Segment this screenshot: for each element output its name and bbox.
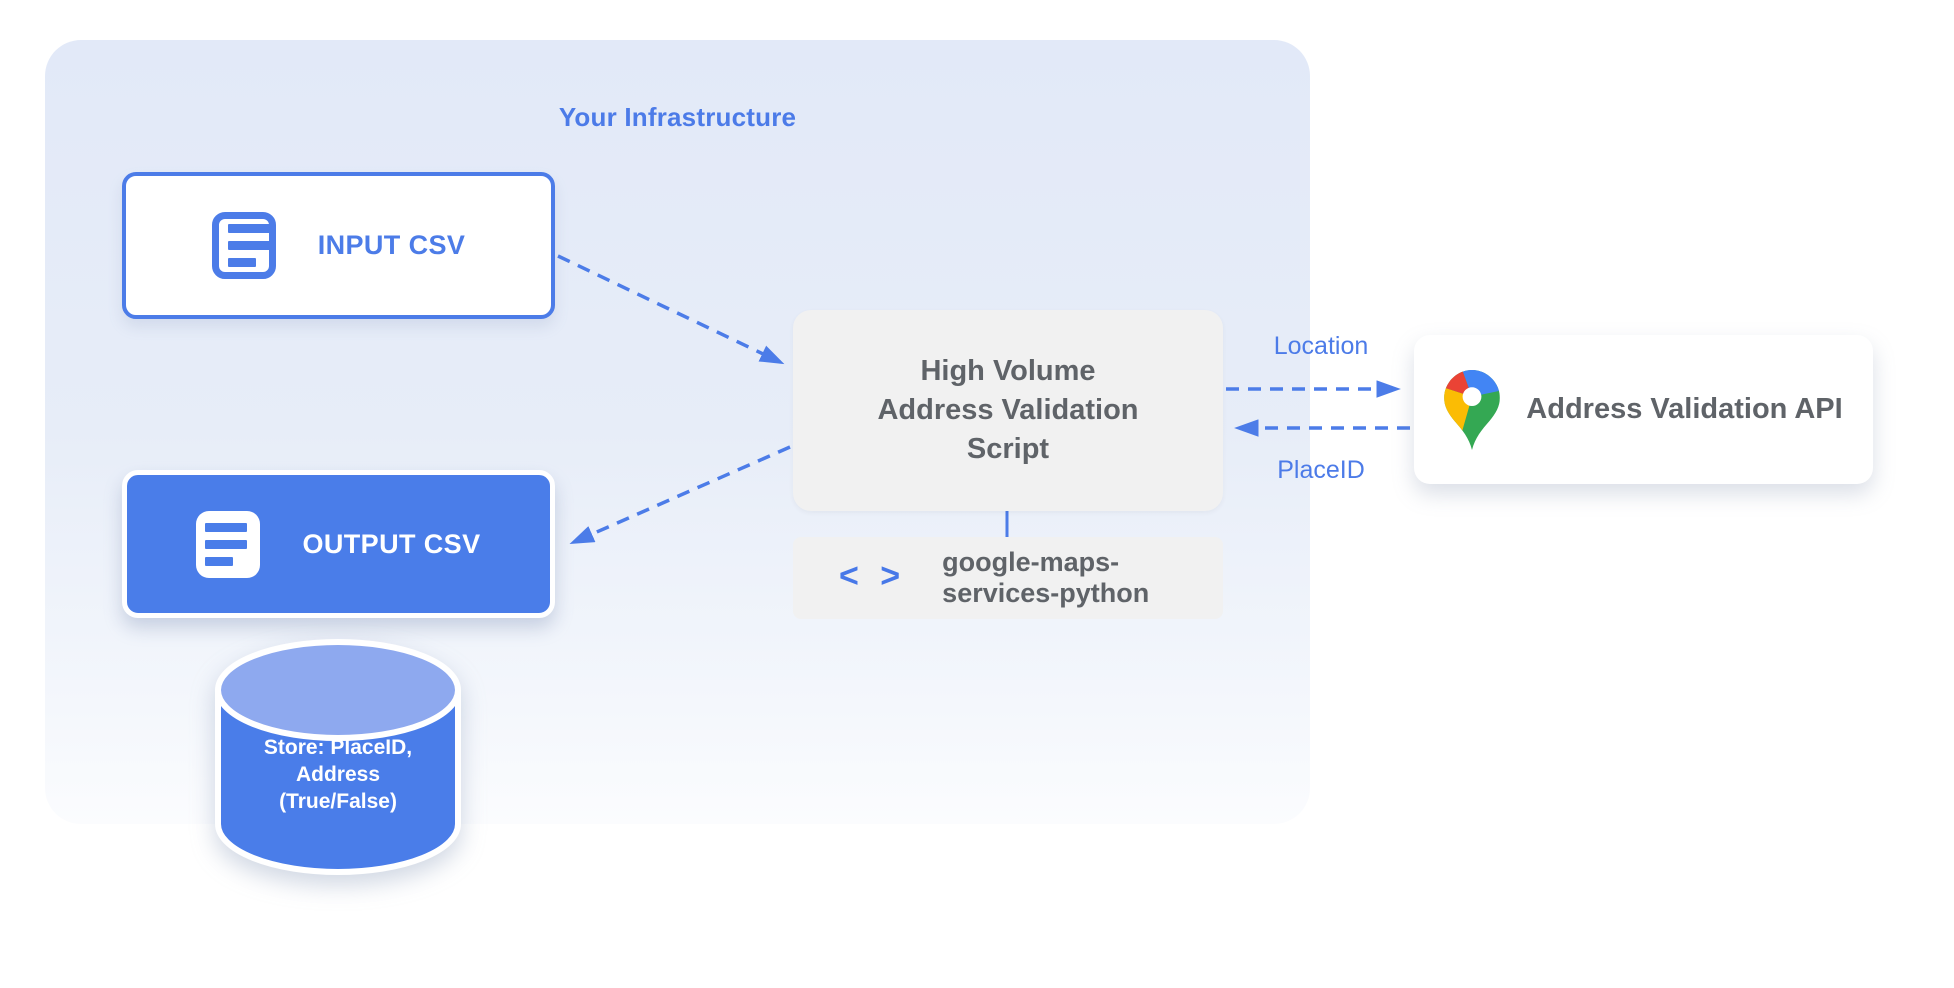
datastore-line: Address	[295, 763, 381, 786]
script-label-line: Script	[966, 433, 1050, 465]
library-label: google-maps- services-python	[942, 547, 1149, 609]
edge-label-placeid: PlaceID	[1277, 456, 1365, 484]
document-icon	[211, 212, 276, 279]
output-csv-node: OUTPUT CSV	[122, 470, 555, 618]
datastore-label: Store: PlaceID, Address (True/False)	[210, 734, 466, 815]
code-brackets-icon: < >	[839, 556, 907, 595]
datastore-line: (True/False)	[279, 790, 397, 813]
google-maps-pin-icon	[1444, 369, 1501, 450]
library-label-line: services-python	[942, 578, 1150, 608]
script-label-line: Address Validation	[877, 394, 1139, 426]
document-icon	[196, 510, 261, 578]
library-node: < > google-maps- services-python	[793, 537, 1223, 619]
api-node: Address Validation API	[1414, 335, 1873, 484]
output-csv-label: OUTPUT CSV	[302, 528, 481, 559]
library-label-line: google-maps-	[942, 547, 1120, 577]
datastore-line: Store: PlaceID,	[263, 736, 413, 759]
script-label-line: High Volume	[920, 355, 1096, 387]
input-csv-node: INPUT CSV	[122, 172, 555, 319]
input-csv-label: INPUT CSV	[317, 230, 466, 260]
script-node: High Volume Address Validation Script	[793, 310, 1223, 511]
database-cylinder-icon	[215, 639, 461, 875]
api-label: Address Validation API	[1526, 393, 1843, 425]
edge-label-location: Location	[1273, 332, 1369, 360]
infrastructure-title: Your Infrastructure	[558, 102, 797, 132]
